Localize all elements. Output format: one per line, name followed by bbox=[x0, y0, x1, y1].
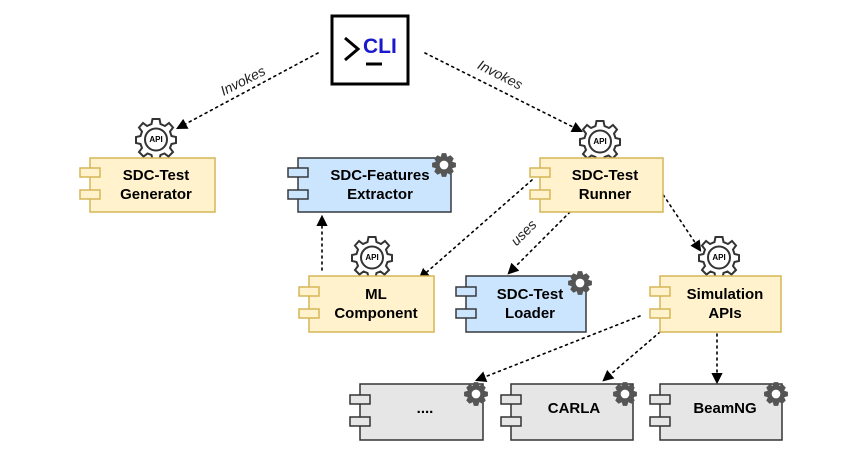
edge-label-uses: uses bbox=[507, 216, 539, 248]
component-port-icon bbox=[349, 416, 371, 427]
component-label: .... bbox=[417, 400, 434, 417]
component-port-icon bbox=[649, 394, 671, 405]
component-box bbox=[659, 275, 782, 333]
edge-runner-to-ml bbox=[418, 179, 533, 280]
component-port-icon bbox=[298, 308, 320, 319]
component-port-icon bbox=[500, 394, 522, 405]
edge-label-invokes-right: Invokes bbox=[475, 56, 525, 92]
component-label: BeamNG bbox=[693, 400, 756, 417]
component-port-icon bbox=[529, 167, 551, 178]
component-port-icon bbox=[649, 308, 671, 319]
api-badge-label: API bbox=[593, 137, 606, 146]
api-badge-label: API bbox=[712, 253, 725, 262]
api-badge-label: API bbox=[149, 135, 162, 144]
component-carla: CARLA bbox=[500, 382, 637, 441]
component-ml-component: API ML Component bbox=[298, 236, 435, 333]
component-port-icon bbox=[529, 189, 551, 200]
component-label: Generator bbox=[120, 186, 192, 203]
component-label: Simulation bbox=[687, 286, 764, 303]
component-sdc-test-generator: API SDC-Test Generator bbox=[79, 118, 216, 213]
component-box bbox=[659, 383, 783, 441]
component-box bbox=[308, 275, 435, 333]
edges bbox=[176, 52, 723, 385]
api-badge-label: API bbox=[365, 253, 378, 262]
component-label: SDC-Test bbox=[497, 286, 563, 303]
cli-label: CLI bbox=[363, 35, 397, 58]
component-port-icon bbox=[298, 286, 320, 297]
component-other-simulator: .... bbox=[349, 382, 488, 441]
component-label: Component bbox=[334, 305, 417, 322]
edge-runner-to-loader bbox=[507, 211, 571, 275]
component-box bbox=[510, 383, 634, 441]
component-label: SDC-Test bbox=[123, 167, 189, 184]
component-port-icon bbox=[649, 416, 671, 427]
component-port-icon bbox=[649, 286, 671, 297]
edge-simulation-to-carla bbox=[602, 331, 661, 382]
component-box bbox=[539, 157, 664, 213]
component-box bbox=[89, 157, 216, 213]
cli-node: CLI bbox=[330, 14, 410, 86]
component-label: CARLA bbox=[548, 400, 601, 417]
component-label: SDC-Test bbox=[572, 167, 638, 184]
component-label: APIs bbox=[708, 305, 741, 322]
component-sdc-test-runner: API SDC-Test Runner bbox=[529, 120, 664, 213]
edge-runner-to-simulation bbox=[659, 189, 702, 252]
component-port-icon bbox=[500, 416, 522, 427]
component-port-icon bbox=[455, 308, 477, 319]
component-port-icon bbox=[287, 189, 309, 200]
component-box bbox=[465, 275, 587, 333]
cli-box bbox=[330, 14, 410, 86]
component-sdc-features-extractor: SDC-Features Extractor bbox=[287, 153, 456, 213]
component-port-icon bbox=[455, 286, 477, 297]
edge-cli-to-generator bbox=[176, 52, 319, 130]
component-label: Extractor bbox=[347, 186, 413, 203]
component-port-icon bbox=[79, 189, 101, 200]
component-label: SDC-Features bbox=[330, 167, 429, 184]
component-port-icon bbox=[79, 167, 101, 178]
edge-simulation-to-other bbox=[474, 315, 641, 382]
terminal-prompt-icon bbox=[344, 36, 361, 62]
component-label: Loader bbox=[505, 305, 555, 322]
component-label: ML bbox=[365, 286, 387, 303]
component-port-icon bbox=[349, 394, 371, 405]
component-simulation-apis: API Simulation APIs bbox=[649, 236, 782, 333]
component-box bbox=[359, 383, 484, 441]
component-sdc-test-loader: SDC-Test Loader bbox=[455, 271, 592, 333]
component-beamng: BeamNG bbox=[649, 382, 788, 441]
edge-cli-to-runner bbox=[424, 52, 584, 133]
component-port-icon bbox=[287, 167, 309, 178]
component-box bbox=[297, 157, 452, 213]
component-label: Runner bbox=[579, 186, 632, 203]
